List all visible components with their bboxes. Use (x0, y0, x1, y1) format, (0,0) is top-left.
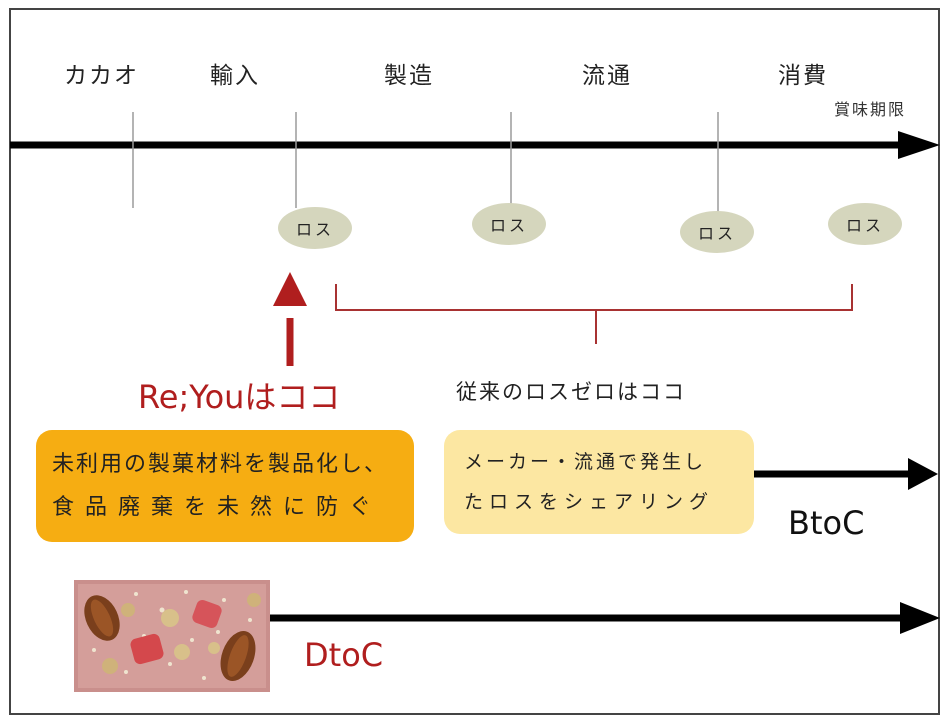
conventional-label: 従来のロスゼロはココ (456, 380, 686, 404)
timeline-arrow-head (898, 131, 940, 159)
expiry-label: 賞味期限 (834, 100, 907, 119)
conventional-description-box: メーカー・流通で発生し たロスをシェアリング (444, 430, 754, 534)
reyou-label: Re;Youはココ (138, 378, 341, 416)
stage-label-import: 輸入 (210, 63, 260, 89)
loss-oval-distribution: ロス (680, 211, 754, 253)
reyou-box-line-1: 未利用の製菓材料を製品化し、 (52, 452, 389, 477)
conventional-bracket (335, 284, 853, 311)
stage-label-distribution: 流通 (582, 63, 632, 89)
reyou-description-box: 未利用の製菓材料を製品化し、 食品廃棄を未然に防ぐ (36, 430, 414, 542)
loss-oval-manufacture: ロス (472, 203, 546, 245)
chocolate-bar-image (74, 580, 270, 692)
conventional-box-line-1: メーカー・流通で発生し (464, 451, 707, 473)
dtoc-label: DtoC (304, 636, 384, 674)
loss-oval-import: ロス (278, 207, 352, 249)
loss-oval-consumption: ロス (828, 203, 902, 245)
stage-label-consumption: 消費 (778, 63, 828, 89)
dtoc-arrow-head (900, 602, 940, 634)
conventional-box-line-2: たロスをシェアリング (464, 491, 715, 513)
up-arrow-icon (273, 272, 307, 306)
reyou-box-line-2: 食品廃棄を未然に防ぐ (52, 495, 383, 520)
stage-label-manufacture: 製造 (384, 63, 434, 89)
frame-border (9, 8, 940, 715)
btoc-label: BtoC (788, 504, 865, 542)
btoc-arrow-head (908, 458, 938, 490)
stage-label-cacao: カカオ (64, 63, 139, 89)
